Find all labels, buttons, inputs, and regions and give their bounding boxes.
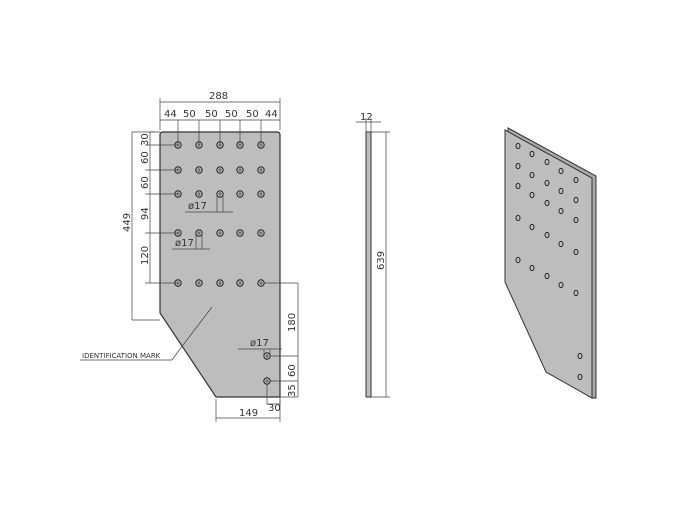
dim-left-2: 60 xyxy=(140,151,151,164)
dim-hole-dia-2: ø17 xyxy=(175,238,194,249)
dim-top-4: 50 xyxy=(225,109,238,120)
dim-right-60: 60 xyxy=(287,364,298,377)
dim-bottom-width: 149 xyxy=(239,408,258,419)
identification-mark-label: IDENTIFICATION MARK xyxy=(82,352,161,360)
dim-top-1: 44 xyxy=(164,109,177,120)
dim-top-3: 50 xyxy=(205,109,218,120)
dim-overall-height: 449 xyxy=(122,213,133,232)
iso-view xyxy=(504,127,597,399)
dim-hole-dia-1: ø17 xyxy=(188,201,207,212)
dim-bottom-offset: 30 xyxy=(268,403,281,414)
dim-top-6: 44 xyxy=(265,109,278,120)
dim-left-5: 120 xyxy=(140,246,151,265)
dim-top-5: 50 xyxy=(246,109,259,120)
dim-top-2: 50 xyxy=(183,109,196,120)
side-view: 12 639 xyxy=(356,112,390,398)
dim-left-1: 30 xyxy=(140,133,151,146)
front-view: 288 44 50 50 50 50 44 30 60 60 94 120 44… xyxy=(80,91,299,422)
dim-right-180: 180 xyxy=(287,313,298,332)
dim-hole-dia-3: ø17 xyxy=(250,338,269,349)
dim-thickness: 12 xyxy=(360,112,373,123)
dim-right-35: 35 xyxy=(287,384,298,397)
dim-left-4: 94 xyxy=(140,207,151,220)
dim-side-height: 639 xyxy=(376,251,387,270)
dim-overall-width: 288 xyxy=(209,91,228,102)
dim-left-3: 60 xyxy=(140,176,151,189)
